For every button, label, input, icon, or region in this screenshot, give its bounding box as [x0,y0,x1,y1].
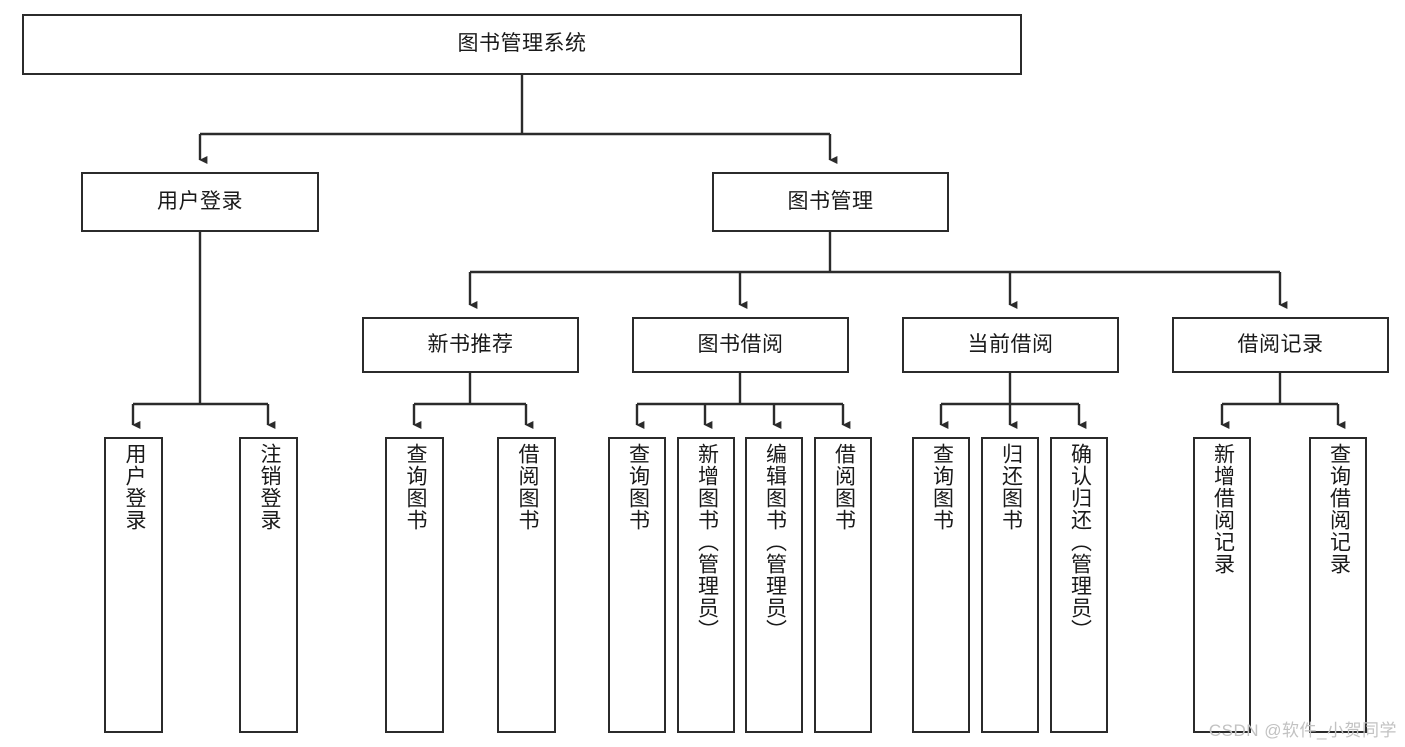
leaf-label: 查询图书 [626,443,650,531]
leaf-new-book-query[interactable]: 查询图书 [385,437,444,733]
leaf-user-login-login[interactable]: 用户登录 [104,437,163,733]
leaf-current-borrow-query[interactable]: 查询图书 [912,437,970,733]
leaf-label: 注销登录 [257,443,281,531]
node-user-login[interactable]: 用户登录 [81,172,319,232]
node-book-borrow[interactable]: 图书借阅 [632,317,849,373]
leaf-book-borrow-query[interactable]: 查询图书 [608,437,666,733]
leaf-book-borrow-borrow[interactable]: 借阅图书 [814,437,872,733]
node-book-management-label: 图书管理 [787,189,874,213]
node-new-book-recommend[interactable]: 新书推荐 [362,317,579,373]
node-root-label: 图书管理系统 [457,32,587,56]
leaf-label: 编辑图书（管理员） [763,443,787,641]
leaf-label: 用户登录 [122,443,146,531]
leaf-book-borrow-add[interactable]: 新增图书（管理员） [677,437,735,733]
leaf-label: 归还图书 [999,443,1023,531]
leaf-label: 新增借阅记录 [1211,443,1235,575]
leaf-borrow-record-query[interactable]: 查询借阅记录 [1309,437,1367,733]
leaf-label: 查询借阅记录 [1327,443,1351,575]
node-book-management[interactable]: 图书管理 [712,172,949,232]
leaf-current-borrow-return[interactable]: 归还图书 [981,437,1039,733]
node-book-borrow-label: 图书借阅 [697,332,784,356]
node-borrow-record[interactable]: 借阅记录 [1172,317,1389,373]
leaf-label: 借阅图书 [832,443,856,531]
node-current-borrow[interactable]: 当前借阅 [902,317,1119,373]
leaf-label: 查询图书 [403,443,427,531]
leaf-label: 查询图书 [930,443,954,531]
leaf-label: 确认归还（管理员） [1068,443,1092,641]
node-current-borrow-label: 当前借阅 [967,332,1054,356]
leaf-label: 借阅图书 [515,443,539,531]
leaf-current-borrow-confirm[interactable]: 确认归还（管理员） [1050,437,1108,733]
leaf-user-login-logout[interactable]: 注销登录 [239,437,298,733]
leaf-new-book-borrow[interactable]: 借阅图书 [497,437,556,733]
leaf-borrow-record-add[interactable]: 新增借阅记录 [1193,437,1251,733]
node-user-login-label: 用户登录 [157,189,243,213]
leaf-book-borrow-edit[interactable]: 编辑图书（管理员） [745,437,803,733]
node-root[interactable]: 图书管理系统 [22,14,1022,75]
node-borrow-record-label: 借阅记录 [1237,332,1324,356]
leaf-label: 新增图书（管理员） [695,443,719,641]
node-new-book-recommend-label: 新书推荐 [427,332,514,356]
